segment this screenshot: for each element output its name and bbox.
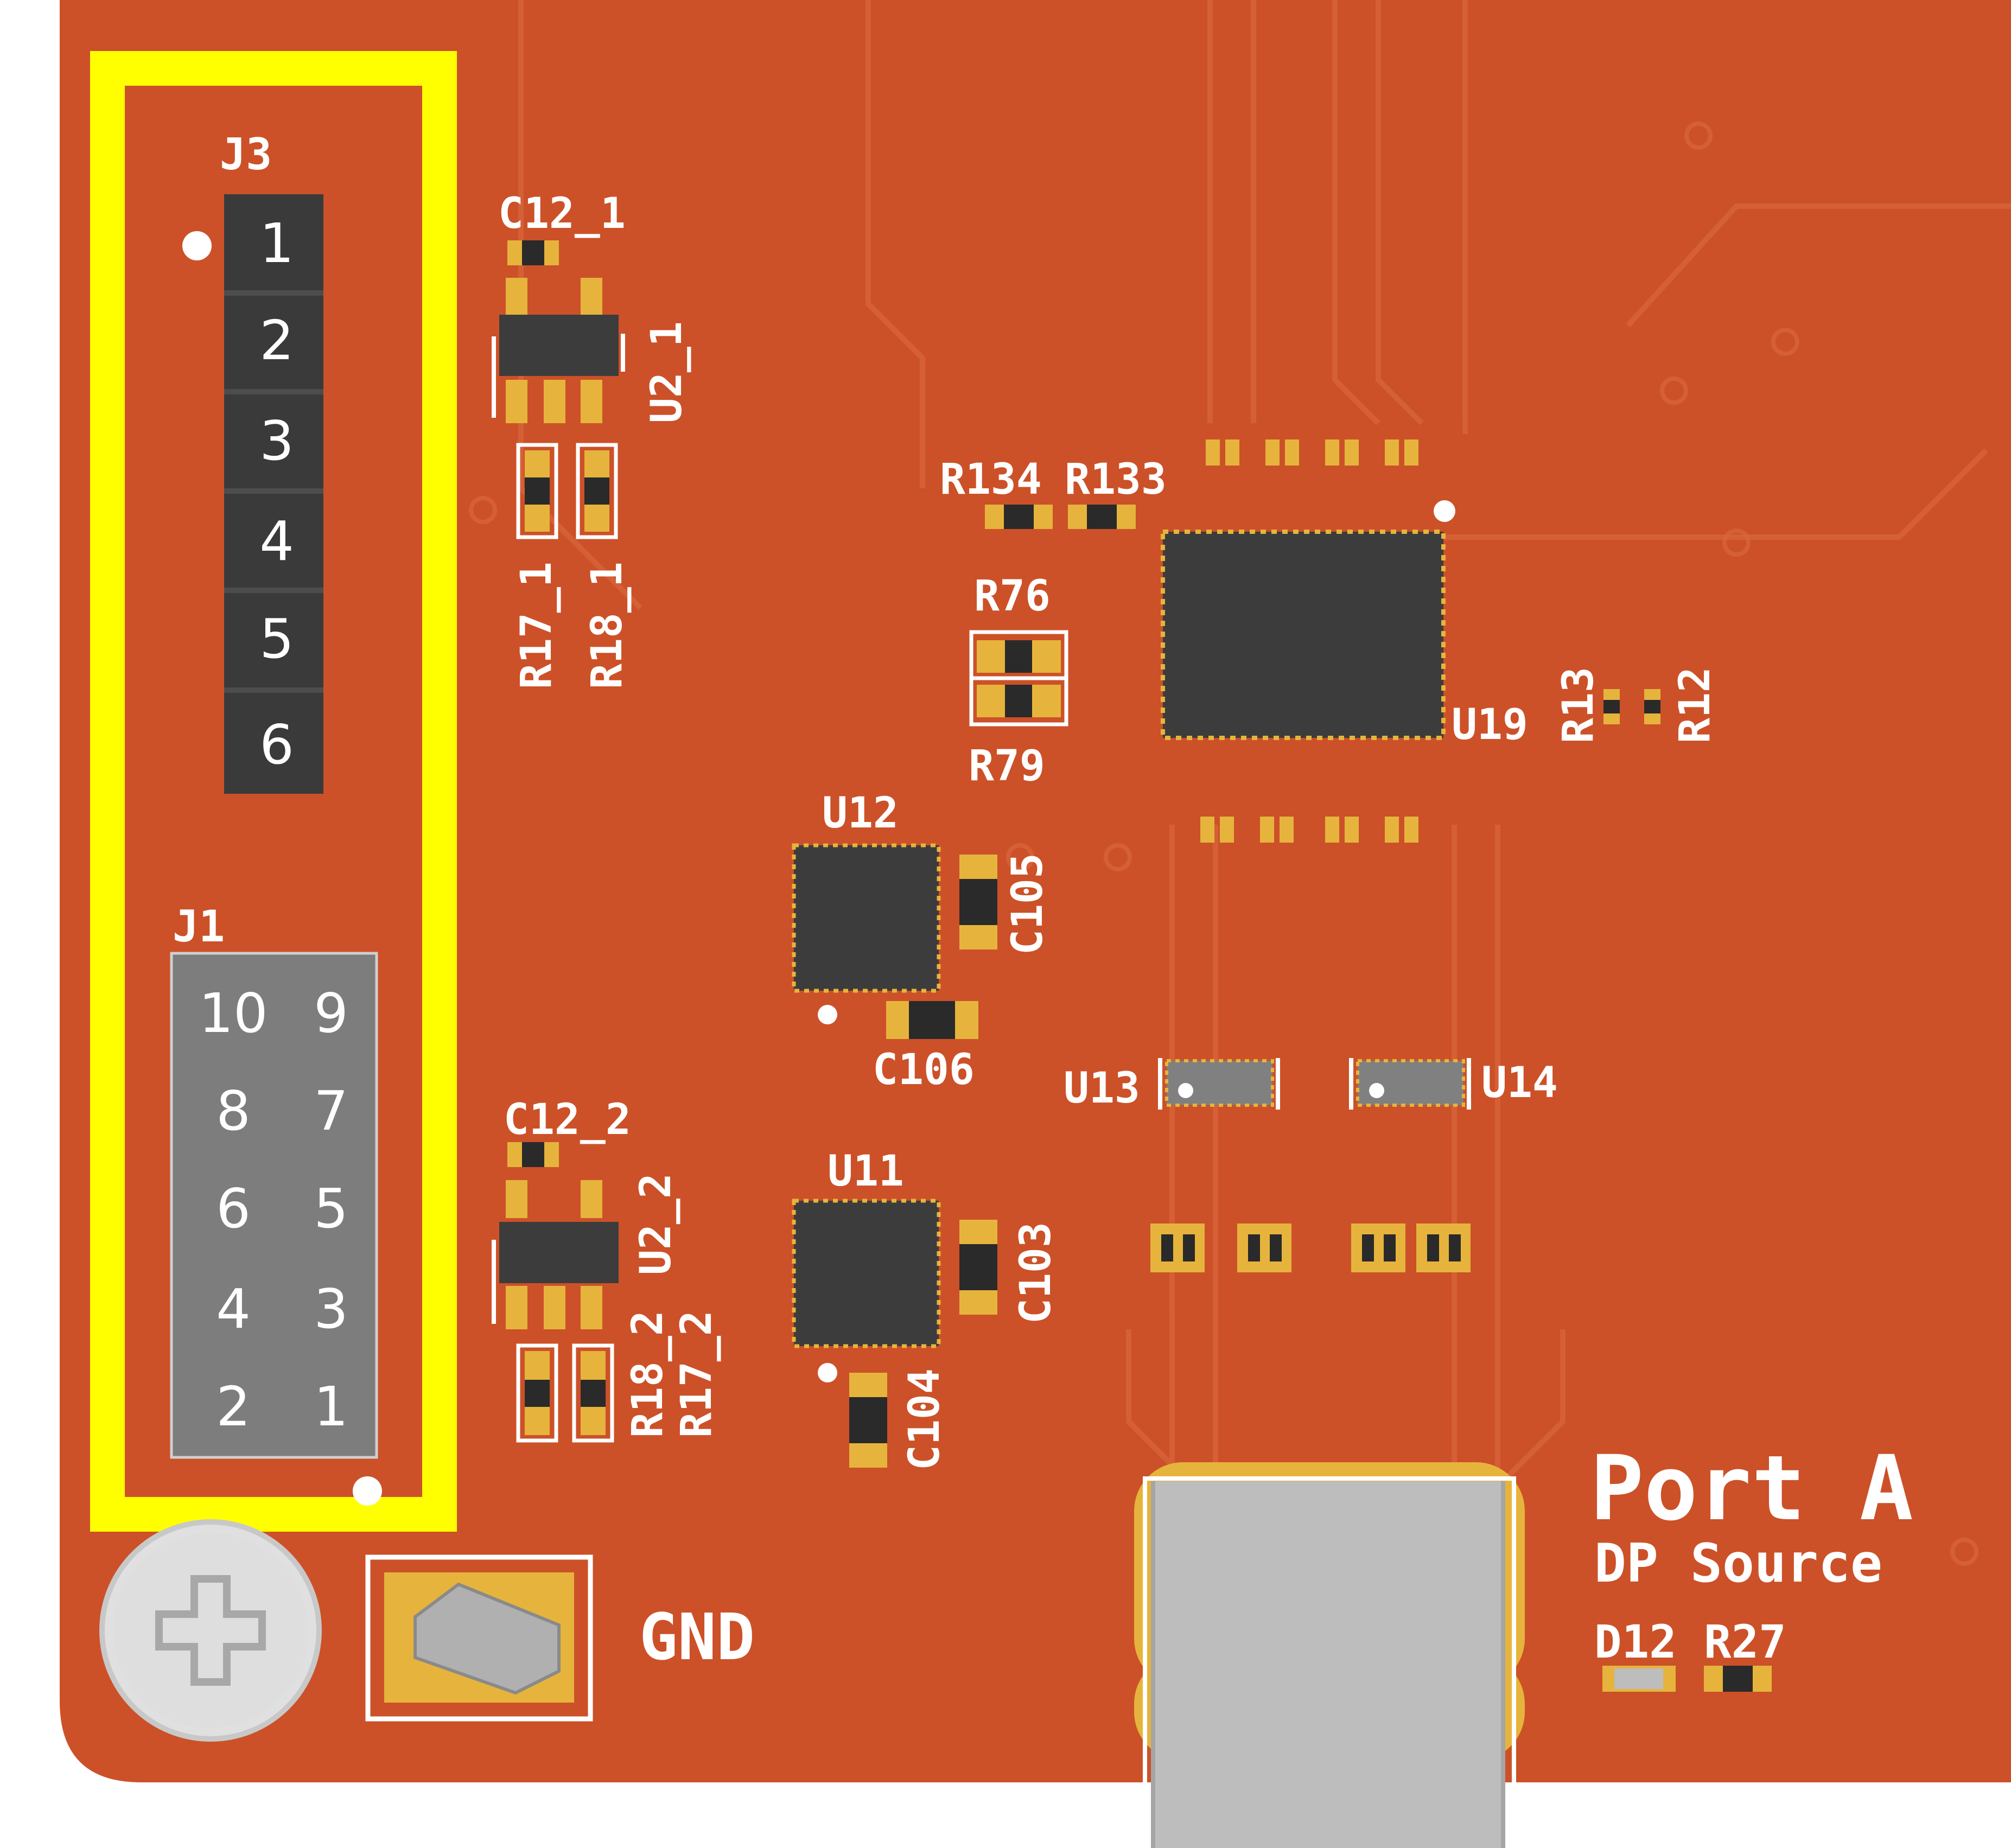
u14-chip <box>1356 1059 1465 1107</box>
gnd-testpoint: GND <box>365 1554 755 1722</box>
u12-label: U12 <box>822 789 899 838</box>
port-subtitle: DP Source <box>1594 1533 1882 1595</box>
highlight-box <box>90 51 457 1532</box>
j1-pin: 6 <box>216 1177 251 1240</box>
r17-1-resistor <box>516 443 558 539</box>
u14-label: U14 <box>1481 1059 1558 1107</box>
j3-pin: 5 <box>259 607 294 671</box>
r18-2-label: R18_2 <box>623 1310 672 1438</box>
r79-label: R79 <box>969 742 1045 791</box>
r76-label: R76 <box>974 572 1051 621</box>
r134-label: R134 <box>940 455 1042 504</box>
screw-head-icon <box>155 1575 266 1686</box>
r18-1-label: R18_1 <box>583 562 632 689</box>
j1-pin: 4 <box>216 1277 251 1341</box>
u2-2-chip <box>499 1222 619 1283</box>
u2-1-label: U2_1 <box>642 321 691 423</box>
port-title: Port A <box>1590 1436 1913 1540</box>
r27-label: R27 <box>1704 1615 1786 1668</box>
j3-pin: 3 <box>259 409 294 473</box>
j1-pin: 10 <box>199 982 268 1045</box>
j1-pin: 1 <box>314 1375 348 1438</box>
mounting-screw <box>99 1519 322 1742</box>
u2-2-group: C12_2 U2_2 R18_2 R17_2 <box>492 1095 721 1443</box>
pin1-marker <box>818 1005 837 1024</box>
u12-group: U12 C105 C106 <box>792 789 1052 1094</box>
j1-designator: J1 <box>173 901 225 952</box>
r79-resistor <box>969 676 1068 727</box>
pin1-marker <box>818 1363 837 1382</box>
j1-pin: 8 <box>216 1079 251 1143</box>
header-j3: J3 1 2 3 4 5 6 <box>182 129 323 794</box>
j1-pin: 3 <box>314 1277 348 1341</box>
pin1-marker <box>182 231 212 260</box>
pin1-marker <box>1434 500 1455 522</box>
header-j1: J1 10 9 8 7 6 5 4 3 2 1 <box>170 901 382 1506</box>
r17-2-resistor <box>572 1343 614 1443</box>
board-vias <box>469 122 1978 1566</box>
u11-chip <box>792 1199 941 1348</box>
u13-u14-group: U13 U14 <box>1064 1058 1558 1113</box>
c12-2-label: C12_2 <box>504 1095 631 1144</box>
d12-label: D12 <box>1594 1615 1677 1668</box>
r18-1-resistor <box>576 443 618 539</box>
u12-chip <box>792 843 941 993</box>
j1-pin: 2 <box>216 1375 251 1438</box>
u13-label: U13 <box>1064 1064 1140 1113</box>
pad-pairs <box>1150 1223 1471 1272</box>
u2-1-chip <box>499 315 619 376</box>
u19-chip <box>1161 530 1446 740</box>
j1-pin: 5 <box>314 1177 348 1240</box>
j3-pin: 2 <box>259 309 294 372</box>
j3-pin: 6 <box>259 713 294 776</box>
u19-group: R134 R133 U19 R76 R79 R13 R12 <box>940 439 1720 843</box>
c105-label: C105 <box>1003 853 1052 955</box>
gnd-label: GND <box>639 1600 755 1674</box>
j3-pin: 4 <box>259 509 294 573</box>
usb-c-shell <box>1153 1481 1503 1848</box>
usb-c-connector <box>1134 1462 1525 1848</box>
r17-1-label: R17_1 <box>512 562 561 689</box>
u2-2-label: U2_2 <box>632 1173 680 1275</box>
j3-pin: 1 <box>259 212 294 275</box>
u11-label: U11 <box>828 1147 904 1196</box>
r18-2-resistor <box>516 1343 558 1443</box>
r12-label: R12 <box>1671 667 1720 743</box>
u2-1-group: C12_1 U2_1 R17_1 R18_1 <box>492 189 691 689</box>
u19-label: U19 <box>1452 700 1528 749</box>
c104-label: C104 <box>900 1368 949 1470</box>
u11-group: U11 C103 C104 <box>792 1147 1060 1470</box>
j1-pin: 9 <box>314 982 348 1045</box>
u13-chip <box>1165 1059 1274 1107</box>
j1-pin: 7 <box>314 1079 348 1143</box>
r13-label: R13 <box>1554 667 1603 743</box>
r133-label: R133 <box>1065 455 1167 504</box>
c103-label: C103 <box>1011 1222 1060 1324</box>
j3-designator: J3 <box>220 129 272 180</box>
c12-1-label: C12_1 <box>498 189 626 238</box>
pin1-marker <box>353 1476 382 1506</box>
r17-2-label: R17_2 <box>672 1310 721 1438</box>
c106-label: C106 <box>873 1046 975 1094</box>
